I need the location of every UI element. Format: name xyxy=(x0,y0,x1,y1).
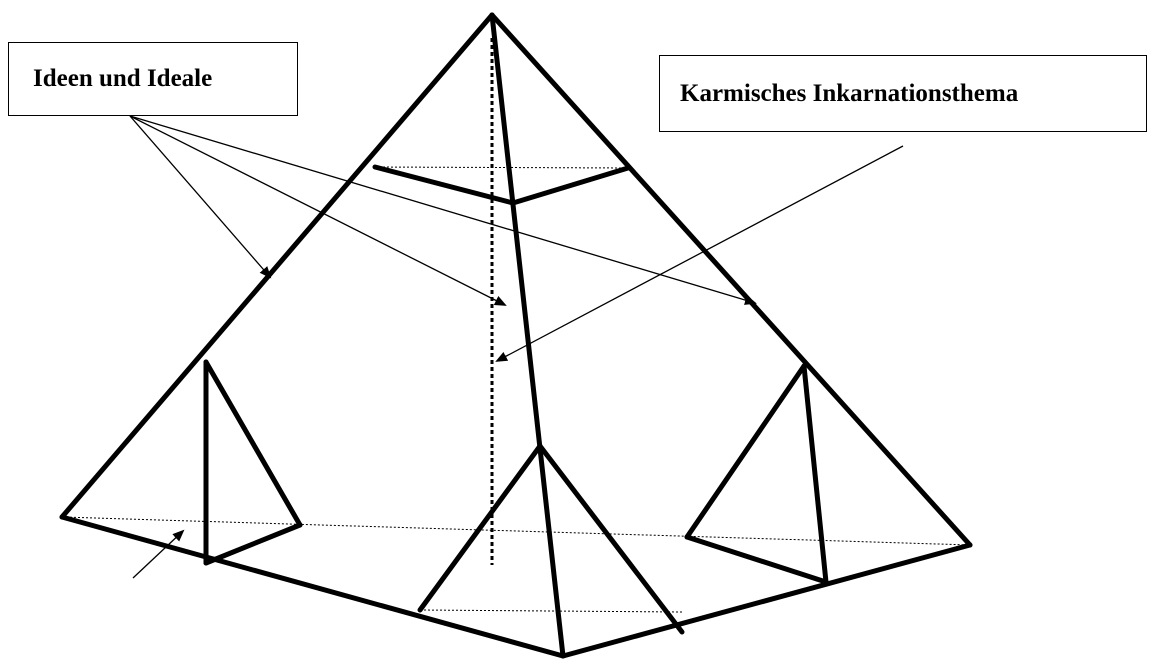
ideas-label-box: Ideen und Ideale xyxy=(8,42,298,116)
base-left-edge xyxy=(59,514,566,659)
top-section-plane xyxy=(374,166,629,169)
arrows xyxy=(129,115,904,579)
left-pyramid-base xyxy=(203,522,303,566)
front-edge xyxy=(489,12,566,659)
top-section xyxy=(372,164,631,206)
right-edge xyxy=(489,12,973,548)
dotted-construction-lines xyxy=(61,166,971,613)
ideas-arrow-axis xyxy=(129,115,507,306)
base-right-edge xyxy=(560,542,973,659)
front-small-pyramid-base xyxy=(419,609,683,613)
top-section-left xyxy=(372,164,516,206)
front-pyramid-left-edge xyxy=(417,443,543,613)
karma-label: Karmisches Inkarnationsthema xyxy=(680,79,1019,107)
karma-arrow xyxy=(495,145,904,362)
karma-label-box: Karmisches Inkarnationsthema xyxy=(659,55,1147,132)
left-edge xyxy=(59,12,495,520)
left-small-pyramid xyxy=(203,359,303,566)
ideas-label: Ideen und Ideale xyxy=(33,65,213,92)
ideas-arrow-right-edge xyxy=(129,115,757,305)
top-section-right xyxy=(510,165,631,206)
ideas-arrow-left-edge xyxy=(129,115,272,279)
base-plane-arrow xyxy=(132,529,185,579)
main-pyramid xyxy=(59,12,973,659)
front-pyramid-right-edge xyxy=(537,443,685,635)
front-small-pyramid xyxy=(417,443,685,635)
right-pyramid-base xyxy=(684,534,829,585)
right-pyramid-vertical xyxy=(801,363,829,585)
right-pyramid-left-edge xyxy=(684,363,807,540)
right-small-pyramid xyxy=(684,363,829,585)
base-back-edge xyxy=(61,516,971,546)
left-pyramid-edge xyxy=(203,359,303,528)
